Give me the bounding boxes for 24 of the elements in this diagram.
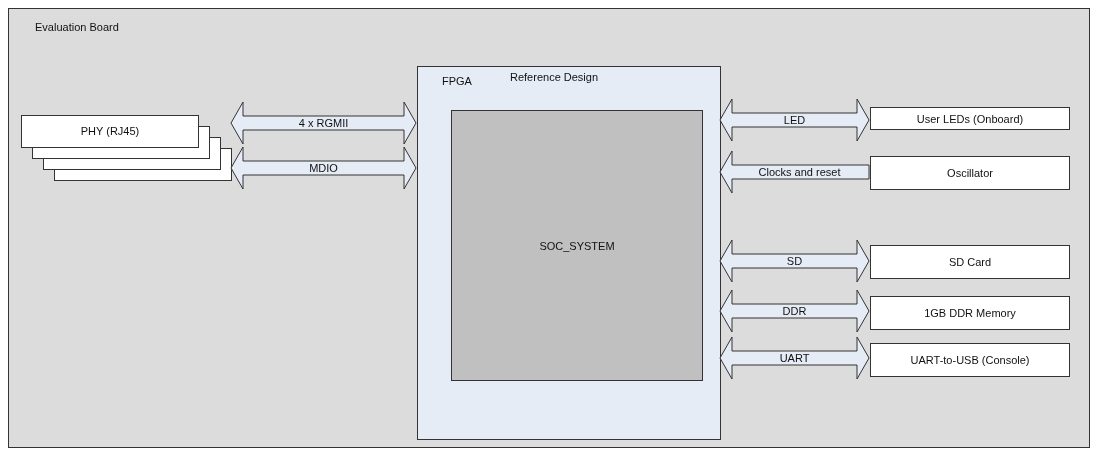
double-block-arrow <box>719 336 870 380</box>
double-block-arrow <box>230 146 417 190</box>
block-subtitle: Reference Design <box>510 71 599 83</box>
edge-label: MDIO <box>307 162 340 174</box>
double-block-arrow <box>719 98 870 142</box>
block-title: FPGA <box>442 75 472 87</box>
device-box: Oscillator <box>870 156 1070 190</box>
block-title: Evaluation Board <box>35 21 119 33</box>
device-box: User LEDs (Onboard) <box>870 107 1070 130</box>
edge-label: DDR <box>780 305 809 317</box>
double-block-arrow <box>719 289 870 333</box>
device-box: UART-to-USB (Console) <box>870 343 1070 377</box>
device-box: SD Card <box>870 245 1070 279</box>
edge-label: SD <box>784 255 805 267</box>
system-block: SOC_SYSTEM <box>451 110 703 381</box>
edge-label: UART <box>777 352 812 364</box>
edge-label: LED <box>781 114 808 126</box>
double-block-arrow <box>719 239 870 283</box>
edge-label: 4 x RGMII <box>296 117 351 129</box>
edge-label: Clocks and reset <box>756 166 843 178</box>
board-panel <box>8 8 1090 448</box>
fpga-block <box>417 66 721 440</box>
box-label: PHY (RJ45) <box>79 125 141 137</box>
device-box: 1GB DDR Memory <box>870 296 1070 330</box>
